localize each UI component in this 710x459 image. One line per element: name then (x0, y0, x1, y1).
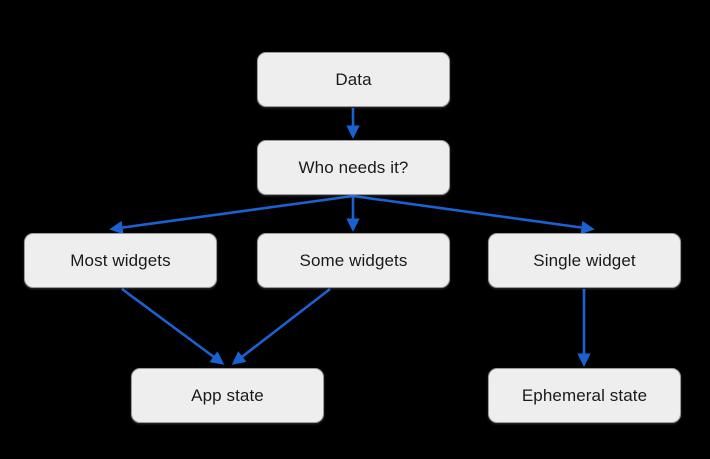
node-most-widgets-label: Most widgets (70, 250, 171, 270)
edge-some-widgets-to-app-state (231, 287, 331, 365)
node-single-widget-label: Single widget (533, 250, 636, 270)
edge-who-needs-it-to-most-widgets (109, 194, 354, 235)
node-single-widget[interactable]: Single widget (488, 233, 681, 288)
node-app-state[interactable]: App state (131, 368, 324, 423)
node-ephemeral-state[interactable]: Ephemeral state (488, 368, 681, 423)
node-some-widgets[interactable]: Some widgets (257, 233, 450, 288)
edge-who-needs-it-to-single-widget (352, 194, 595, 235)
node-data-label: Data (335, 69, 372, 89)
node-who-needs-it-label: Who needs it? (298, 157, 409, 177)
edge-most-widgets-to-app-state (121, 287, 225, 365)
node-some-widgets-label: Some widgets (299, 250, 408, 270)
node-app-state-label: App state (191, 385, 264, 405)
node-ephemeral-state-label: Ephemeral state (521, 385, 648, 405)
node-most-widgets[interactable]: Most widgets (24, 233, 217, 288)
node-who-needs-it[interactable]: Who needs it? (257, 140, 450, 195)
node-data[interactable]: Data (257, 52, 450, 107)
